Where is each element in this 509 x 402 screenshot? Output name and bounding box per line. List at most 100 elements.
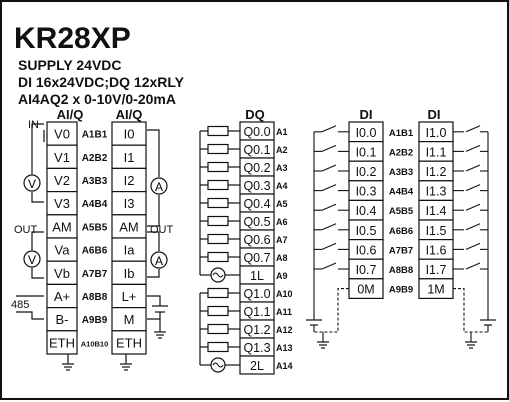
analog-terminal-id: A10B10	[81, 339, 109, 348]
di-common-wire-right	[453, 288, 488, 333]
voltmeter-in-symbol: V	[28, 177, 36, 191]
analog-left-label: V2	[54, 173, 70, 188]
header-aiq-right: AI/Q	[116, 107, 143, 122]
out-label-left: OUT	[14, 224, 38, 236]
load-resistor-icon	[207, 143, 229, 155]
switch-contact-icon	[321, 125, 337, 133]
out-label-right: OUT	[150, 224, 174, 236]
switch-contact-icon	[465, 144, 481, 152]
di-left-label: I0.7	[356, 263, 377, 277]
analog-terminal-id: A1B1	[82, 130, 108, 141]
analog-left-label: ETH	[49, 335, 75, 350]
dq-terminal-id: A4	[276, 181, 288, 191]
analog-terminal-id: A9B9	[82, 315, 108, 326]
switch-contact-icon	[321, 203, 337, 211]
out-right-wire-bottom	[147, 269, 160, 278]
power-wire-minus	[147, 312, 161, 320]
switch-contact-icon	[321, 144, 337, 152]
voltmeter-in-icon	[23, 174, 41, 192]
switch-contact-icon	[465, 125, 481, 133]
di-common-wire-left	[314, 288, 349, 333]
dq-label: Q1.0	[243, 287, 270, 301]
dq-label: Q1.1	[243, 305, 270, 319]
dq-terminal-id: A12	[276, 325, 293, 335]
ammeter-out-icon	[150, 251, 168, 269]
load-resistor-icon	[207, 161, 229, 173]
switch-contact-icon	[465, 203, 481, 211]
dq-terminal-id: A13	[276, 343, 293, 353]
spec-analog: AI4AQ2 x 0-10V/0-20mA	[18, 91, 176, 107]
dq-terminal-id: A14	[276, 361, 293, 371]
analog-terminal-id: A3B3	[82, 176, 108, 187]
dq-label: Q0.7	[243, 251, 270, 265]
analog-terminal-id: A8B8	[82, 292, 108, 303]
dq-terminal-id: A11	[276, 307, 292, 317]
di-right-label: 1M	[427, 283, 444, 297]
di-right-label: I1.3	[426, 185, 447, 199]
dq-label: 2L	[250, 359, 264, 373]
dq-terminal-id: A5	[276, 199, 288, 209]
dq-terminal-id: A7	[276, 235, 288, 245]
analog-terminal-id: A5B5	[82, 222, 108, 233]
di-right-label: I1.0	[426, 126, 447, 140]
switch-contact-icon	[465, 242, 481, 250]
di-right-label: I1.7	[426, 263, 447, 277]
analog-left-label: B-	[56, 312, 69, 327]
di-left-label: 0M	[357, 283, 374, 297]
analog-left-label: A+	[54, 289, 70, 304]
in-wire-top	[31, 123, 44, 174]
di-left-label: I0.2	[356, 165, 377, 179]
analog-left-label: Va	[55, 243, 71, 258]
analog-terminal-id: A2B2	[82, 153, 108, 164]
switch-contact-icon	[465, 184, 481, 192]
analog-terminal-id: A7B7	[82, 269, 108, 280]
di-right-label: I1.4	[426, 204, 447, 218]
analog-right-label: ETH	[116, 335, 142, 350]
analog-right-label: Ib	[124, 266, 135, 281]
dq-label: Q0.2	[243, 161, 270, 175]
out-right-wire-top	[147, 231, 160, 251]
di-terminal-id: A3B3	[389, 167, 413, 178]
voltmeter-out-icon	[23, 250, 41, 268]
analog-right-label: L+	[122, 289, 137, 304]
analog-right-cell	[111, 330, 147, 355]
dq-terminal-id: A2	[276, 145, 288, 155]
load-resistor-icon	[207, 251, 229, 263]
dq-terminal-id: A1	[276, 127, 288, 137]
analog-left-label: Vb	[54, 266, 70, 281]
load-resistor-icon	[207, 197, 229, 209]
dq-terminal-id: A6	[276, 217, 288, 227]
in-right-wire-bottom	[147, 195, 160, 227]
switch-contact-icon	[465, 262, 481, 270]
di-terminal-id: A1B1	[389, 128, 414, 139]
switch-contact-icon	[321, 242, 337, 250]
dq-label: 1L	[250, 269, 264, 283]
header-di-right: DI	[428, 107, 441, 122]
voltmeter-out-symbol: V	[28, 253, 36, 267]
dq-label: Q1.2	[243, 323, 270, 337]
in-right-wire-top	[147, 129, 160, 177]
switch-contact-icon	[321, 262, 337, 270]
load-resistor-icon	[207, 323, 229, 335]
analog-left-label: V3	[54, 196, 70, 211]
analog-right-label: Ia	[124, 243, 136, 258]
dq-label: Q0.0	[243, 125, 270, 139]
di-left-label: I0.1	[356, 145, 377, 159]
ac-wave-icon	[212, 272, 224, 278]
analog-right-label: I3	[124, 196, 135, 211]
dq-label: Q0.3	[243, 179, 270, 193]
dq-terminal-id: A10	[276, 289, 293, 299]
di-left-label: I0.6	[356, 243, 377, 257]
switch-contact-icon	[321, 164, 337, 172]
load-resistor-icon	[207, 287, 229, 299]
di-left-label: I0.5	[356, 224, 377, 238]
dq-label: Q0.1	[243, 143, 270, 157]
meters: V V A A	[23, 174, 168, 269]
di-terminal-id: A8B8	[389, 265, 413, 276]
di-terminal-id: A9B9	[389, 285, 413, 296]
di-terminal-id: A6B6	[389, 226, 413, 237]
analog-terminal-id: A4B4	[82, 199, 108, 210]
load-resistor-icon	[207, 215, 229, 227]
